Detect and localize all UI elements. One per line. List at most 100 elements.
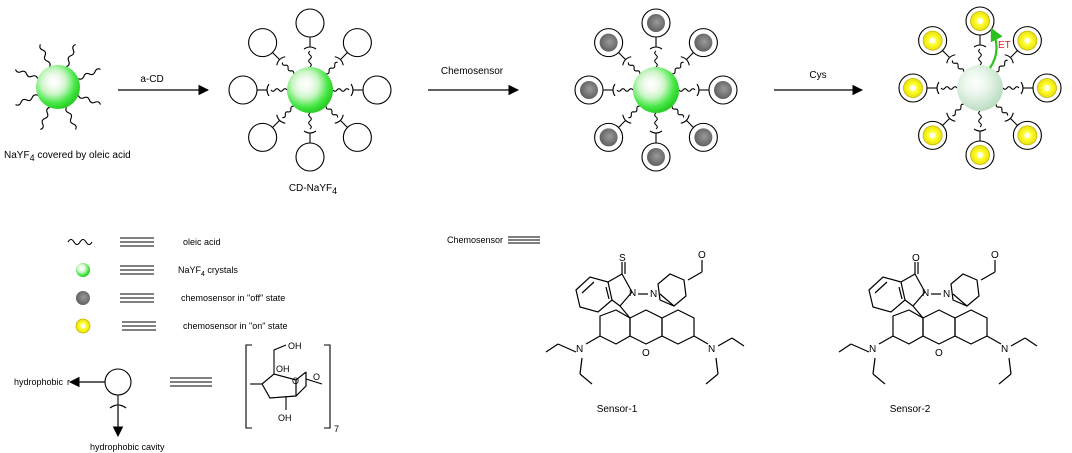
oleic-acid-squiggle-icon: [654, 112, 658, 130]
cyclodextrin-arm: [248, 28, 295, 74]
oleic-acid-squiggle-icon: [940, 86, 958, 90]
atom-label: N: [576, 344, 583, 355]
legend-item-off-state: chemosensor in "off" state: [76, 291, 285, 305]
cyclodextrin-arm: [248, 105, 294, 152]
atom-label: O: [935, 348, 943, 359]
arrow-label-cys: Cys: [809, 70, 826, 81]
oleic-acid-ligands: [14, 43, 102, 131]
oleic-acid-squiggle-icon: [978, 110, 982, 128]
chemosensor-off-icon: [694, 33, 713, 52]
cyclodextrin-arm: [641, 8, 671, 68]
atom-label: O: [991, 250, 999, 261]
triple-bar-equivalence-icon: [120, 237, 154, 247]
legend: oleic acid NaYF4 crystals chemosensor in…: [67, 237, 287, 334]
o-label: O: [313, 372, 320, 382]
cyclodextrin-arms: [228, 8, 392, 172]
oleic-acid-squiggle-icon: [39, 44, 51, 67]
cyclodextrin-arm: [641, 112, 671, 172]
legend-item-on-state: chemosensor in "on" state: [75, 318, 287, 334]
oleic-acid-squiggle-icon: [326, 61, 338, 75]
oh-label: OH: [276, 364, 290, 374]
oleic-acid-squiggle-icon: [978, 48, 982, 66]
cyclodextrin-arm: [996, 26, 1042, 73]
oleic-acid-squiggle-icon: [270, 88, 288, 92]
circle-cavity-icon: [342, 122, 372, 152]
off-state-swatch-icon: [76, 291, 90, 305]
cyclodextrin-arm: [918, 26, 965, 72]
stage-cd-nayf4: CD-NaYF4: [228, 8, 392, 196]
atom-label: N: [869, 344, 876, 355]
chemosensor-off-icon: [599, 33, 618, 52]
reaction-arrow-3: Cys: [774, 70, 864, 96]
atom-label: N: [629, 288, 636, 299]
circle-cavity-icon: [248, 28, 278, 58]
atom-label: O: [642, 348, 650, 359]
cyclodextrin-arm: [295, 8, 325, 68]
oleic-acid-squiggle-icon: [65, 107, 77, 130]
cyclodextrin-arm: [332, 75, 392, 105]
oleic-acid-squiggle-icon: [15, 94, 38, 106]
circle-cavity-icon: [342, 28, 372, 58]
glucose-repeat-unit: 7 OH OH O O OH: [245, 341, 339, 434]
stage-chemosensor-off: [574, 8, 738, 172]
oleic-acid-squiggle-icon: [995, 104, 1009, 116]
legend-item-nayf4: NaYF4 crystals: [76, 263, 238, 278]
nanocrystal-swatch-icon: [76, 263, 90, 277]
triple-bar-equivalence-icon: [170, 377, 212, 387]
cd-nayf4-caption: CD-NaYF4: [289, 183, 337, 196]
chemosensor-off-icon: [714, 81, 732, 99]
atom-label: O: [698, 250, 706, 261]
legend-label: NaYF4 crystals: [178, 265, 238, 278]
reaction-arrow-1: a-CD: [118, 74, 210, 96]
legend-label: oleic acid: [183, 237, 221, 247]
cyclodextrin-arm: [228, 75, 288, 105]
cyclodextrin-arm: [594, 28, 641, 74]
atom-label: N: [708, 344, 715, 355]
atom-label: N: [922, 288, 929, 299]
oleic-acid-squiggle-icon: [308, 112, 312, 130]
cyclodextrin-arms-on: [898, 6, 1062, 170]
oleic-acid-squiggle-icon: [1002, 86, 1020, 90]
arrow-label-acd: a-CD: [140, 74, 163, 85]
circle-cavity-icon: [295, 8, 325, 38]
oleic-acid-squiggle-icon: [67, 238, 93, 246]
triple-bar-equivalence-icon: [120, 265, 154, 275]
cyclodextrin-arm: [326, 28, 372, 75]
oleic-acid-squiggle-icon: [325, 106, 339, 118]
sensor-2-caption: Sensor-2: [890, 404, 931, 415]
legend-label: chemosensor in "off" state: [181, 293, 285, 303]
chemosensor-off-icon: [599, 128, 618, 147]
nayf4-crystal: [287, 67, 333, 113]
chemosensor-off-icon: [580, 81, 598, 99]
oleic-acid-squiggle-icon: [616, 88, 634, 92]
circle-cavity-icon: [104, 368, 132, 396]
nayf4-crystal-faded: [957, 65, 1003, 111]
nayf4-crystal: [36, 65, 80, 109]
atom-label: O: [912, 253, 920, 264]
chemosensor-off-icon: [647, 14, 665, 32]
atom-label: N: [943, 289, 950, 300]
oleic-acid-squiggle-icon: [14, 69, 39, 79]
oleic-acid-squiggle-icon: [678, 88, 696, 92]
hydrophobic-cavity-label: hydrophobic cavity: [90, 442, 165, 452]
legend-label: chemosensor in "on" state: [183, 321, 287, 331]
triple-bar-equivalence-icon: [508, 236, 540, 244]
nayf4-oleic-caption: NaYF4 covered by oleic acid: [4, 150, 131, 163]
oleic-acid-squiggle-icon: [282, 105, 294, 119]
sensor-1-caption: Sensor-1: [597, 404, 638, 415]
cyclodextrin-arm: [965, 110, 995, 170]
oleic-acid-squiggle-icon: [627, 62, 641, 74]
cyclodextrin-arm: [671, 106, 718, 152]
oleic-acid-squiggle-icon: [78, 68, 101, 80]
triple-bar-equivalence-icon: [122, 321, 156, 331]
oleic-acid-squiggle-icon: [66, 43, 76, 68]
oleic-acid-squiggle-icon: [77, 95, 102, 105]
repeat-count: 7: [334, 424, 339, 434]
cyclodextrin-arm: [295, 112, 325, 172]
o-label: O: [292, 376, 299, 386]
oleic-acid-squiggle-icon: [672, 61, 684, 75]
cyclodextrin-arm: [898, 73, 958, 103]
